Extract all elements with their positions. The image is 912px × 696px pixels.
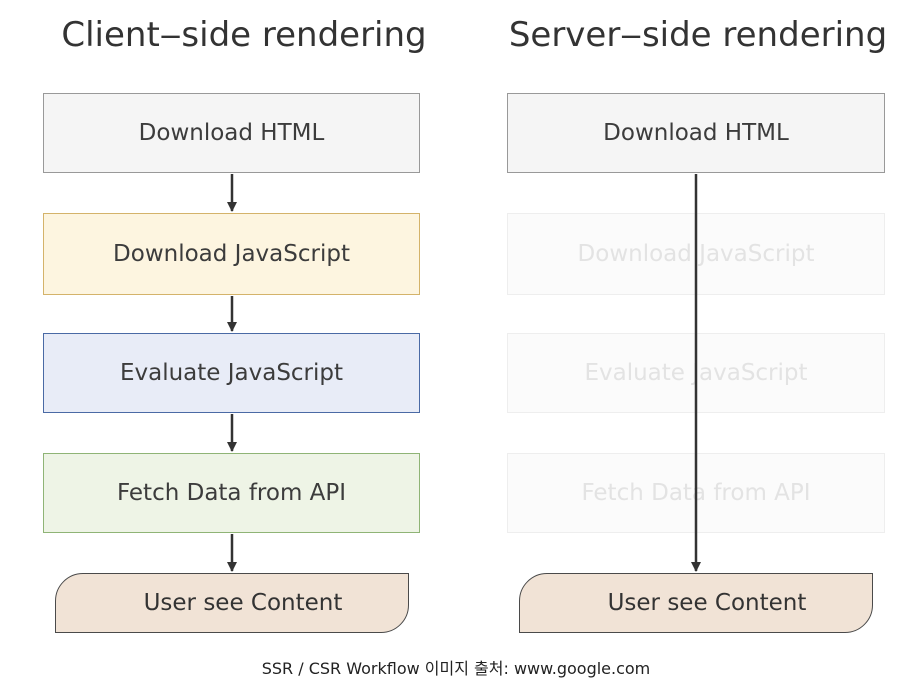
ssr-user-see-content: User see Content — [519, 573, 873, 633]
ssr-download-javascript-step-faded: Download JavaScript — [507, 213, 885, 295]
client-side-title: Client‒side rendering — [61, 15, 427, 55]
csr-user-see-content: User see Content — [55, 573, 409, 633]
csr-download-html-step: Download HTML — [43, 93, 420, 173]
csr-download-javascript-step: Download JavaScript — [43, 213, 420, 295]
csr-fetch-data-step: Fetch Data from API — [43, 453, 420, 533]
ssr-evaluate-javascript-step-faded: Evaluate JavaScript — [507, 333, 885, 413]
csr-evaluate-javascript-step: Evaluate JavaScript — [43, 333, 420, 413]
ssr-download-html-step: Download HTML — [507, 93, 885, 173]
server-side-title: Server‒side rendering — [508, 15, 888, 55]
ssr-fetch-data-step-faded: Fetch Data from API — [507, 453, 885, 533]
image-source-caption: SSR / CSR Workflow 이미지 출처: www.google.co… — [261, 659, 651, 678]
